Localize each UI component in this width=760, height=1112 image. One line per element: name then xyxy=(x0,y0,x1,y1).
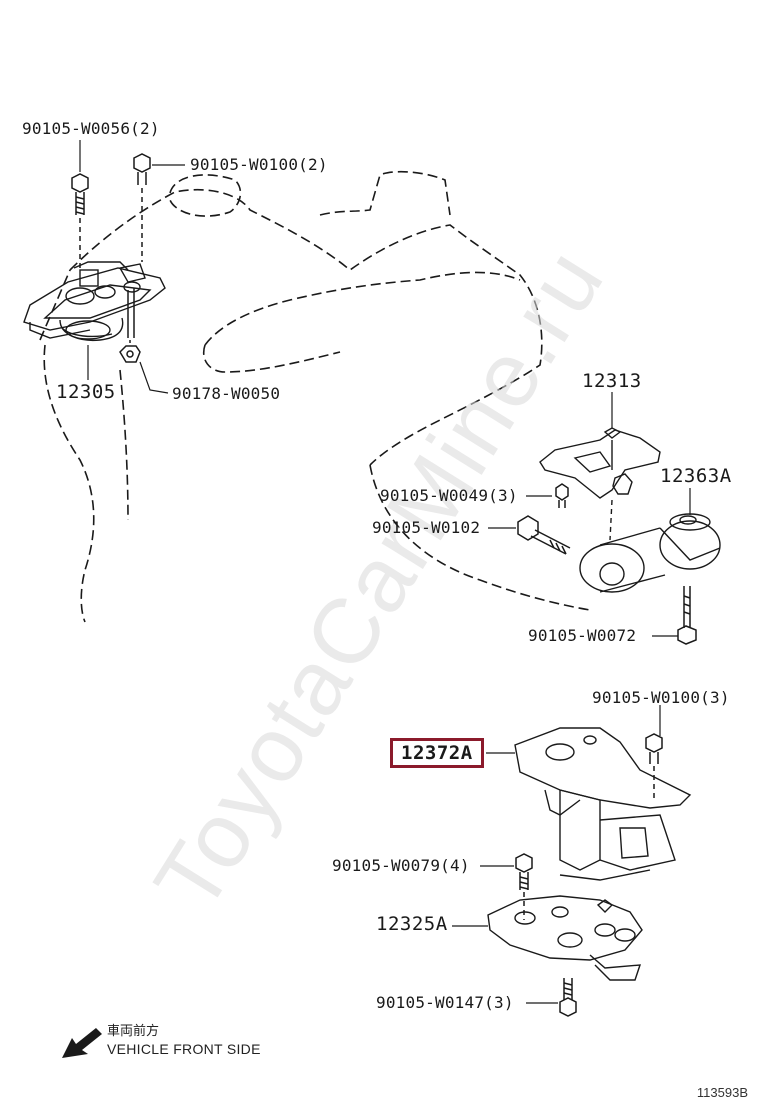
part-label-90105-W0102[interactable]: 90105-W0102 xyxy=(372,518,481,537)
leader-lines xyxy=(79,140,691,1004)
part-label-90105-W0100-top[interactable]: 90105-W0100(2) xyxy=(190,155,328,174)
bracket-12372A xyxy=(514,727,692,881)
bolt-90105-W0147 xyxy=(559,978,577,1017)
part-label-90105-W0100-right[interactable]: 90105-W0100(3) xyxy=(592,688,730,707)
bolt-90105-W0056 xyxy=(71,173,89,268)
part-label-90105-W0049[interactable]: 90105-W0049(3) xyxy=(380,486,518,505)
bracket-12325A xyxy=(487,895,643,981)
bolt-90105-W0102 xyxy=(517,515,571,555)
bolt-90105-W0100-top xyxy=(127,153,151,338)
part-label-12372A-highlighted[interactable]: 12372A xyxy=(390,738,484,768)
bolt-90105-W0100-right xyxy=(645,733,663,800)
front-direction-arrow-icon xyxy=(62,1028,102,1058)
nut-90178-W0050 xyxy=(119,340,141,363)
bolt-90105-W0072 xyxy=(677,586,697,645)
part-label-90178-W0050[interactable]: 90178-W0050 xyxy=(172,384,281,403)
front-direction-label-jp: 車両前方 xyxy=(107,1024,160,1039)
bracket-12313 xyxy=(539,427,661,541)
bolt-90105-W0079 xyxy=(515,853,533,920)
part-label-90105-W0079[interactable]: 90105-W0079(4) xyxy=(332,856,470,875)
part-label-90105-W0147[interactable]: 90105-W0147(3) xyxy=(376,993,514,1012)
bolt-90105-W0049 xyxy=(555,483,569,508)
figure-id: 113593B xyxy=(696,1085,748,1100)
part-label-90105-W0056[interactable]: 90105-W0056(2) xyxy=(22,119,160,138)
part-label-12363A[interactable]: 12363A xyxy=(660,465,732,487)
mount-12305 xyxy=(23,261,166,342)
front-direction-label-en: VEHICLE FRONT SIDE xyxy=(107,1041,261,1057)
engine-outline xyxy=(39,170,591,623)
part-label-12313[interactable]: 12313 xyxy=(582,370,642,392)
torque-rod-12363A xyxy=(579,513,721,593)
part-label-90105-W0072[interactable]: 90105-W0072 xyxy=(528,626,637,645)
part-label-12305[interactable]: 12305 xyxy=(56,381,116,403)
part-label-12325A[interactable]: 12325A xyxy=(376,913,448,935)
